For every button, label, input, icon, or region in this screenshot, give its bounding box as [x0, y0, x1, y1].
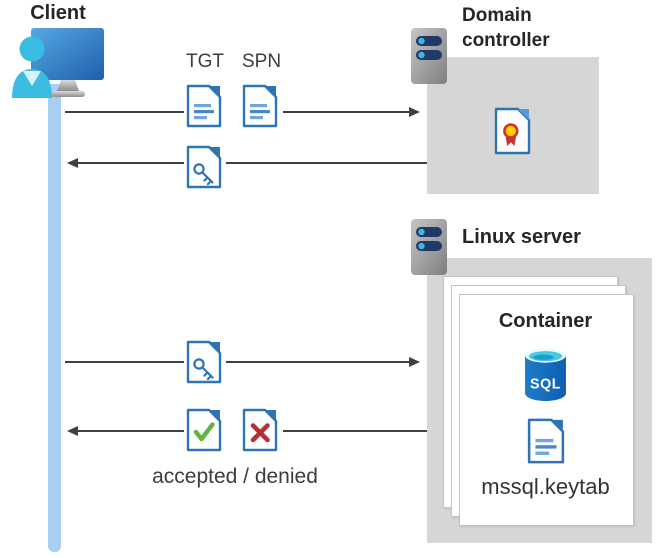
arrow1-line	[283, 111, 409, 113]
arrow2-line	[226, 162, 427, 164]
client-label: Client	[30, 2, 86, 24]
check-document-icon	[186, 408, 222, 452]
key-document-icon	[186, 145, 222, 189]
arrow3-line	[226, 361, 409, 363]
key-document-icon	[186, 340, 222, 384]
arrow2-line	[78, 162, 184, 164]
tgt-ticket-document-icon	[186, 84, 222, 128]
spn-ticket-document-icon	[242, 84, 278, 128]
domain-controller-label: Domain controller	[462, 5, 550, 51]
sql-database-icon: SQL	[525, 348, 566, 402]
client-icon	[12, 28, 104, 98]
linux-server-label: Linux server	[462, 226, 581, 248]
container-paper-front	[459, 294, 634, 526]
client-timeline	[48, 84, 61, 552]
keytab-label: mssql.keytab	[481, 474, 610, 499]
tgt-label: TGT	[186, 51, 224, 72]
certificate-document-icon	[494, 107, 531, 155]
server-icon	[411, 219, 447, 275]
arrow4-line	[78, 430, 184, 432]
result-label: accepted / denied	[152, 465, 318, 488]
arrow-right-icon	[409, 107, 420, 117]
arrow-left-icon	[67, 158, 78, 168]
keytab-document-icon	[527, 418, 565, 464]
container-label: Container	[498, 310, 593, 332]
sql-badge-text: SQL	[530, 376, 561, 392]
arrow1-line	[65, 111, 184, 113]
arrow-left-icon	[67, 426, 78, 436]
server-icon	[411, 28, 447, 84]
cross-document-icon	[242, 408, 278, 452]
arrow3-line	[65, 361, 184, 363]
arrow4-line	[283, 430, 427, 432]
spn-label: SPN	[242, 51, 282, 72]
arrow-right-icon	[409, 357, 420, 367]
